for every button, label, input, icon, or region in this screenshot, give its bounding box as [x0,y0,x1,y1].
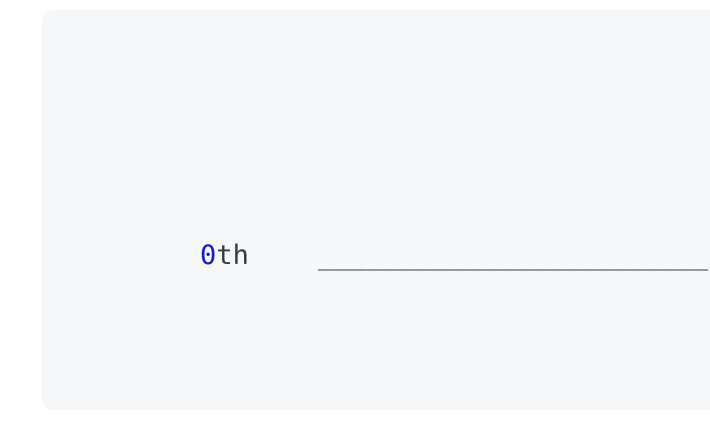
output-panel: 0th________________________ |0 0 0 0 0 0… [42,10,710,410]
horizontal-rule: ________________________ [318,240,709,271]
row-index-suffix: th [216,240,249,271]
output-row: 0th ________________________ [42,196,708,271]
row-index-number: 0 [200,240,217,271]
output-row: |0 0 0 0 0 0 0 X [42,396,708,410]
monospace-output-block: 0th________________________ |0 0 0 0 0 0… [42,10,708,410]
row-gutter-label: 0th [172,236,318,276]
row-content: ________________________ [318,236,708,276]
